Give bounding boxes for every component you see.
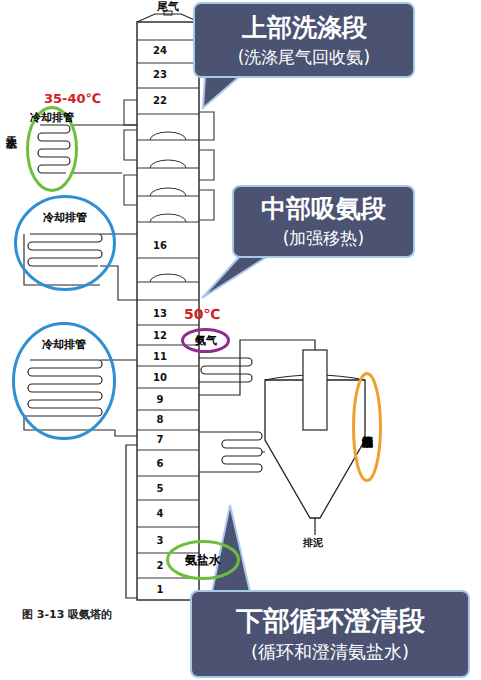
oval-outline bbox=[28, 108, 77, 191]
highlight-oval: 氨盐水 bbox=[166, 540, 240, 580]
callout-box: 中部吸氨段 (加强移热) bbox=[232, 185, 415, 258]
callout-subtitle: (洗涤尾气回收氨) bbox=[238, 47, 370, 67]
oval-outline bbox=[352, 372, 382, 482]
tray-number: 24 bbox=[153, 45, 167, 57]
figure-caption: 图 3-13 吸氨塔的 bbox=[22, 608, 112, 621]
tray-number: 9 bbox=[157, 394, 164, 406]
oval-label: 冷却排管 bbox=[30, 111, 74, 124]
highlight-oval: 氨盐水澄清桶 bbox=[352, 372, 382, 482]
tray-number: 13 bbox=[153, 308, 167, 320]
tray-number: 11 bbox=[153, 351, 167, 363]
coil-pipes bbox=[24, 360, 137, 436]
oval-outline bbox=[14, 324, 115, 439]
tray-number: 4 bbox=[157, 508, 164, 520]
center-pipe bbox=[303, 350, 327, 430]
oval-label: 氨盐水 bbox=[185, 553, 221, 567]
cooling-coil bbox=[199, 432, 262, 472]
oval-label: 氨气 bbox=[195, 334, 217, 347]
tray-number: 10 bbox=[153, 372, 167, 384]
tray-number: 5 bbox=[157, 483, 164, 495]
process-pipes bbox=[199, 340, 315, 535]
tray-number: 1 bbox=[157, 584, 164, 596]
oval-outline bbox=[354, 374, 381, 481]
oval-outline bbox=[14, 195, 116, 291]
tray-number: 6 bbox=[157, 458, 164, 470]
coil-pipes bbox=[24, 234, 137, 300]
tray-number: 23 bbox=[153, 69, 167, 81]
tray-number: 16 bbox=[153, 240, 167, 252]
callout-box: 下部循环澄清段 (循环和澄清氨盐水) bbox=[190, 590, 470, 678]
cooling-coil bbox=[28, 234, 102, 266]
highlight-oval: 冷却排管 bbox=[14, 195, 116, 291]
downcomer-pipes bbox=[124, 100, 214, 220]
callout-pointer bbox=[203, 76, 240, 108]
tray-number: 2 bbox=[157, 560, 164, 572]
callout-subtitle: (循环和澄清氨盐水) bbox=[251, 641, 409, 663]
oval-outline bbox=[16, 197, 115, 290]
circulation-pipe bbox=[126, 445, 137, 598]
tray-number: 22 bbox=[153, 95, 167, 107]
tray-number: 8 bbox=[157, 414, 164, 426]
tray-number: 3 bbox=[157, 535, 164, 547]
temperature-label: 50℃ bbox=[184, 306, 220, 323]
highlight-oval: 冷却排管 bbox=[12, 322, 116, 440]
highlight-oval: 氨气 bbox=[181, 328, 230, 353]
oval-label: 冷却排管 bbox=[42, 338, 86, 351]
cooling-coil bbox=[28, 360, 102, 416]
callout-box: 上部洗涤段 (洗涤尾气回收氨) bbox=[193, 2, 415, 78]
cooling-coil bbox=[38, 125, 70, 173]
bubble-caps bbox=[150, 132, 186, 282]
callout-title: 上部洗涤段 bbox=[242, 13, 367, 43]
callout-title: 中部吸氨段 bbox=[261, 194, 386, 224]
cooling-coil bbox=[199, 358, 252, 382]
callout-subtitle: (加强移热) bbox=[283, 228, 364, 248]
tray-number: 12 bbox=[153, 330, 167, 342]
oval-outline bbox=[168, 542, 239, 579]
highlight-oval: 冷却排管 bbox=[26, 106, 78, 192]
callout-pointer bbox=[202, 256, 268, 298]
oval-outline bbox=[183, 330, 229, 352]
coil-pipes bbox=[70, 125, 137, 173]
oval-label: 冷却排管 bbox=[43, 211, 87, 224]
outlet-label: 排泥 bbox=[303, 537, 323, 549]
tray-number: 7 bbox=[157, 434, 164, 446]
temperature-label: 35-40℃ bbox=[44, 91, 101, 107]
callout-title: 下部循环澄清段 bbox=[236, 605, 425, 637]
outlet-label: 尾气 bbox=[157, 0, 179, 13]
